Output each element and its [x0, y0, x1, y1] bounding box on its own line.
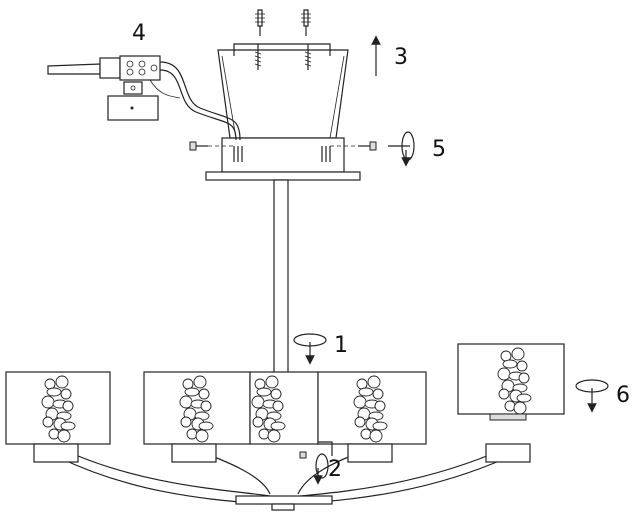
crystal: [251, 395, 265, 409]
crystal: [372, 421, 388, 431]
canopy-set-screw-right: [330, 141, 377, 151]
crystal: [504, 400, 516, 412]
anchor-left: [255, 9, 265, 36]
crystal: [353, 395, 367, 409]
crystal: [518, 372, 530, 384]
crystal: [60, 421, 76, 431]
crystal: [367, 375, 381, 389]
crystal: [200, 400, 212, 412]
crystal: [193, 375, 207, 389]
wall-anchors: [255, 9, 311, 36]
crystal: [256, 387, 272, 397]
crystal: [270, 421, 286, 431]
bracket-screw-left: [254, 44, 262, 70]
crystal: [500, 350, 512, 362]
crystal: [186, 428, 198, 440]
crystal: [502, 359, 518, 369]
crystal: [254, 378, 266, 390]
crystal: [44, 378, 56, 390]
crystal: [272, 400, 284, 412]
canopy: [205, 43, 361, 181]
crystal: [184, 387, 200, 397]
crystal: [516, 360, 528, 372]
step-label-2: 2: [328, 457, 342, 482]
crystal: [195, 429, 209, 443]
crystal: [498, 388, 510, 400]
step-label-4: 4: [132, 21, 146, 46]
crystal: [516, 393, 532, 403]
crystal: [252, 416, 264, 428]
crystal: [198, 388, 210, 400]
crystal: [497, 367, 511, 381]
crystal: [179, 395, 193, 409]
bracket-screw-right: [304, 44, 312, 70]
crystal: [265, 375, 279, 389]
canopy-set-screw-left: [189, 141, 236, 151]
crystal: [360, 428, 372, 440]
crystal: [267, 429, 281, 443]
crystal: [356, 378, 368, 390]
chandelier-arms: [59, 447, 507, 511]
step-label-6: 6: [616, 383, 630, 408]
crystal: [358, 387, 374, 397]
rotate-arrow-step-6: [575, 379, 609, 413]
terminal-block-assembly: [47, 55, 241, 141]
crystal: [258, 428, 270, 440]
crystal: [57, 429, 71, 443]
crystal: [180, 416, 192, 428]
crystal: [354, 416, 366, 428]
crystal: [182, 378, 194, 390]
anchor-right: [301, 9, 311, 36]
rotate-arrow-step-5: [388, 131, 415, 167]
step-label-1: 1: [334, 333, 348, 358]
crystal: [369, 429, 383, 443]
step-label-3: 3: [394, 45, 408, 70]
crystal: [372, 388, 384, 400]
crystal: [270, 388, 282, 400]
crystal: [62, 400, 74, 412]
rotate-arrow-step-1: [293, 333, 327, 365]
crystal-clusters: [41, 347, 532, 443]
crystal: [46, 387, 62, 397]
crystal: [198, 421, 214, 431]
crystal: [41, 395, 55, 409]
crystal: [513, 401, 527, 415]
arm-end-cup: [485, 443, 531, 463]
rotate-arrow-step-2: [299, 441, 333, 485]
crystal: [511, 347, 525, 361]
crystal: [42, 416, 54, 428]
crystal: [55, 375, 69, 389]
step-label-5: 5: [432, 137, 446, 162]
crystal: [48, 428, 60, 440]
crystal: [374, 400, 386, 412]
crystal: [60, 388, 72, 400]
